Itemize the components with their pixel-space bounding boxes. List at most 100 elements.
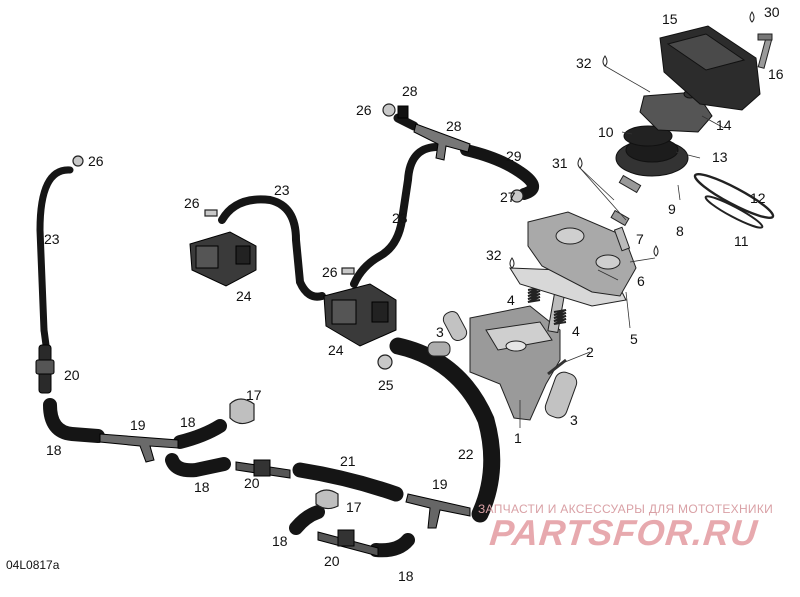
hose-23-left-lower xyxy=(40,326,50,349)
callout-29: 30 xyxy=(764,4,780,20)
callout-23: 23 xyxy=(392,210,408,226)
callout-28: 29 xyxy=(506,148,522,164)
callout-18: 18 xyxy=(180,414,196,430)
tee-27 xyxy=(413,123,471,161)
clamp-26-a xyxy=(72,155,84,167)
callout-12: 12 xyxy=(750,190,766,206)
clamp-26-b xyxy=(382,103,396,117)
callout-26: 26 xyxy=(322,264,338,280)
tee-19-left xyxy=(99,433,179,463)
callout-30: 31 xyxy=(552,155,568,171)
droplet-icon xyxy=(653,245,659,257)
callout-5: 5 xyxy=(630,331,638,347)
sleeve-3-right xyxy=(544,371,578,419)
callout-17: 17 xyxy=(346,499,362,515)
callout-6: 6 xyxy=(637,273,645,289)
watermark-logo: PARTSFOR.RU xyxy=(487,512,760,553)
gaskets xyxy=(509,211,637,307)
callout-18: 18 xyxy=(398,568,414,584)
callout-26: 26 xyxy=(184,195,200,211)
hose-18-c xyxy=(289,505,325,535)
fittings xyxy=(35,105,471,557)
callout-13: 13 xyxy=(712,149,728,165)
sleeve-3-left xyxy=(442,310,468,342)
callout-18: 18 xyxy=(46,442,62,458)
callout-32: 32 xyxy=(576,55,592,71)
callout-19: 19 xyxy=(432,476,448,492)
callout-15: 15 xyxy=(662,11,678,27)
droplet-icon xyxy=(577,157,583,169)
diagram-code: 04L0817a xyxy=(6,558,60,572)
o-ring-11 xyxy=(704,195,764,229)
droplet-icon xyxy=(509,257,515,269)
callout-18: 18 xyxy=(272,533,288,549)
bolts xyxy=(610,33,773,252)
callout-1: 1 xyxy=(514,430,522,446)
diaphragm-parts xyxy=(615,89,713,177)
callout-4: 4 xyxy=(507,292,515,308)
callout-23: 23 xyxy=(44,231,60,247)
hose-28-top xyxy=(393,113,419,131)
callout-28: 28 xyxy=(402,83,418,99)
callout-21: 21 xyxy=(340,453,356,469)
callout-9: 9 xyxy=(668,201,676,217)
callout-31: 32 xyxy=(486,247,502,263)
watermark-tagline: ЗАПЧАСТИ И АКСЕССУАРЫ ДЛЯ МОТОТЕХНИКИ xyxy=(478,502,774,516)
bolt-16 xyxy=(757,37,773,69)
tee-19-right xyxy=(405,493,471,529)
callout-4: 4 xyxy=(572,323,580,339)
hoses xyxy=(36,113,539,558)
o-ring-12 xyxy=(693,172,775,220)
clamp-26-e xyxy=(341,267,355,275)
callout-3: 3 xyxy=(436,324,444,340)
cover-6 xyxy=(527,211,637,297)
hose-18-left xyxy=(43,398,105,443)
callout-labels: 1 2 3 3 4 4 5 6 7 8 9 10 11 12 13 14 15 … xyxy=(44,4,784,584)
seat-10 xyxy=(623,125,673,147)
bolt-8 xyxy=(610,209,630,227)
clamp-26-d xyxy=(204,209,218,217)
hose-28-right xyxy=(460,144,539,200)
hose-18-a xyxy=(173,419,227,449)
bolt-9 xyxy=(618,174,642,194)
callout-20: 20 xyxy=(324,553,340,569)
fitting-28-top xyxy=(397,105,409,119)
clamp-26-c xyxy=(510,189,524,203)
callout-19: 19 xyxy=(130,417,146,433)
callout-18: 18 xyxy=(194,479,210,495)
callout-22: 22 xyxy=(458,446,474,462)
o-rings xyxy=(693,172,775,229)
bolt-2 xyxy=(547,358,567,376)
hose-21 xyxy=(292,462,404,502)
solenoid-valves xyxy=(189,231,397,347)
spring-4-right xyxy=(553,309,567,325)
callout-17: 17 xyxy=(246,387,262,403)
spring-4-left xyxy=(527,287,541,303)
hose-23-middle xyxy=(218,195,326,301)
callout-11: 11 xyxy=(734,233,749,249)
callout-24: 24 xyxy=(328,342,344,358)
callout-26: 26 xyxy=(356,102,372,118)
callout-23: 23 xyxy=(274,182,290,198)
clamp-17-b xyxy=(315,489,339,510)
valve-housing xyxy=(427,282,578,421)
leader-lines xyxy=(519,65,725,428)
callout-25: 25 xyxy=(378,377,394,393)
cover-15 xyxy=(659,25,761,111)
hose-23-left xyxy=(36,166,74,334)
callout-16: 16 xyxy=(768,66,784,82)
callout-10: 10 xyxy=(598,124,614,140)
clamp-17-a xyxy=(229,398,255,425)
callout-27: 28 xyxy=(446,118,462,134)
droplet-icon xyxy=(602,55,608,67)
hose-18-d xyxy=(369,533,415,558)
hose-18-b xyxy=(165,453,231,478)
callout-3: 3 xyxy=(570,412,578,428)
callout-7: 7 xyxy=(636,231,644,247)
clamps xyxy=(72,103,524,510)
callout-8: 8 xyxy=(676,223,684,239)
callout-14: 14 xyxy=(716,117,732,133)
bolt-7 xyxy=(613,226,631,252)
callout-20: 20 xyxy=(64,367,80,383)
